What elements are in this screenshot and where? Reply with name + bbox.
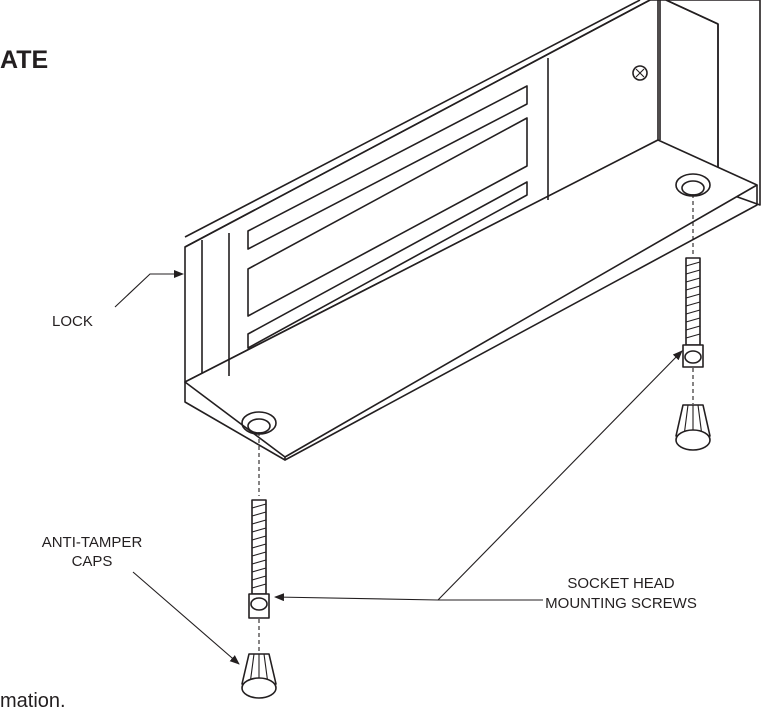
lock-label: LOCK: [52, 313, 93, 330]
caps-leader-arrow: [132, 571, 240, 665]
left-anti-tamper-cap: [241, 653, 277, 699]
right-mounting-screw: [682, 194, 704, 404]
screws-leader-arrow-left: [274, 593, 543, 602]
left-mounting-screw: [248, 432, 270, 652]
anti-tamper-caps-label-line2: CAPS: [72, 553, 113, 570]
lock-body: [184, 0, 761, 461]
socket-head-screws-label-line1: SOCKET HEAD: [567, 575, 674, 592]
right-anti-tamper-cap: [675, 404, 711, 451]
socket-head-screws-label-line2: MOUNTING SCREWS: [545, 595, 697, 612]
screws-leader-arrow-right: [437, 350, 683, 601]
anti-tamper-caps-label-line1: ANTI-TAMPER: [42, 534, 143, 551]
footer-text-fragment: mation.: [0, 690, 66, 712]
lock-leader-arrow: [114, 270, 184, 308]
page-heading-fragment: ATE: [0, 46, 48, 74]
